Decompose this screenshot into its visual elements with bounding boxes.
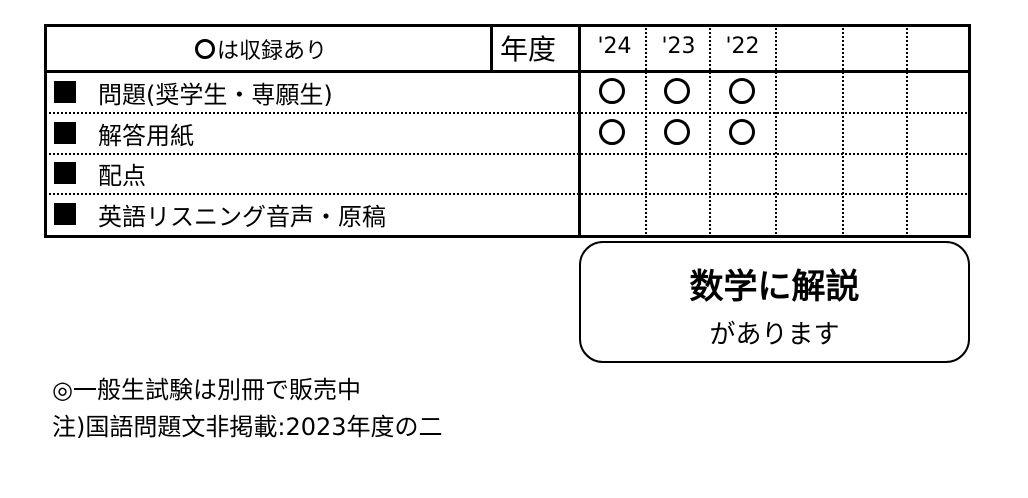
circle-mark-icon	[729, 78, 755, 104]
row-label-text: 問題(奨学生・専願生)	[98, 80, 333, 109]
header-divider	[44, 70, 971, 73]
column-divider	[709, 24, 711, 238]
callout-subtitle: があります	[709, 320, 840, 350]
note-general-exam: ◎一般生試験は別冊で販売中	[52, 376, 361, 404]
row-label-scoring: 配点	[54, 157, 146, 190]
column-divider	[775, 24, 777, 238]
black-square-icon	[54, 81, 76, 103]
year-2024: '24	[597, 34, 632, 59]
circle-mark-icon	[664, 78, 690, 104]
row-label-text: 配点	[98, 161, 146, 190]
row-divider	[44, 112, 971, 114]
column-divider	[645, 24, 647, 238]
callout-title: 数学に解説	[689, 267, 860, 307]
black-square-icon	[54, 122, 76, 144]
row-label-answer-sheet: 解答用紙	[54, 117, 194, 150]
year-label-left-border	[490, 24, 493, 70]
black-square-icon	[54, 162, 76, 184]
circle-mark-icon	[599, 119, 625, 145]
year-2023: '23	[661, 34, 696, 59]
row-label-text: 解答用紙	[98, 121, 194, 150]
year-label: 年度	[500, 33, 557, 66]
note-japanese-omitted: 注)国語問題文非掲載:2023年度の二	[52, 413, 443, 441]
commentary-callout: 数学に解説 があります	[579, 241, 970, 363]
row-divider	[44, 153, 971, 155]
label-column-divider	[578, 24, 581, 238]
row-divider	[44, 193, 971, 195]
black-square-icon	[54, 203, 76, 225]
legend-note-text: は収録あり	[217, 39, 328, 64]
circle-mark-icon	[599, 78, 625, 104]
year-2022: '22	[725, 34, 760, 59]
row-label-listening: 英語リスニング音声・原稿	[54, 198, 386, 231]
row-label-text: 英語リスニング音声・原稿	[98, 202, 386, 231]
column-divider	[842, 24, 844, 238]
circle-mark-icon	[729, 119, 755, 145]
column-divider	[906, 24, 908, 238]
circle-mark-icon	[195, 39, 215, 59]
row-label-questions: 問題(奨学生・専願生)	[54, 76, 333, 109]
circle-mark-icon	[664, 119, 690, 145]
legend-note: は収録あり	[195, 34, 327, 64]
inclusion-table	[44, 24, 971, 238]
